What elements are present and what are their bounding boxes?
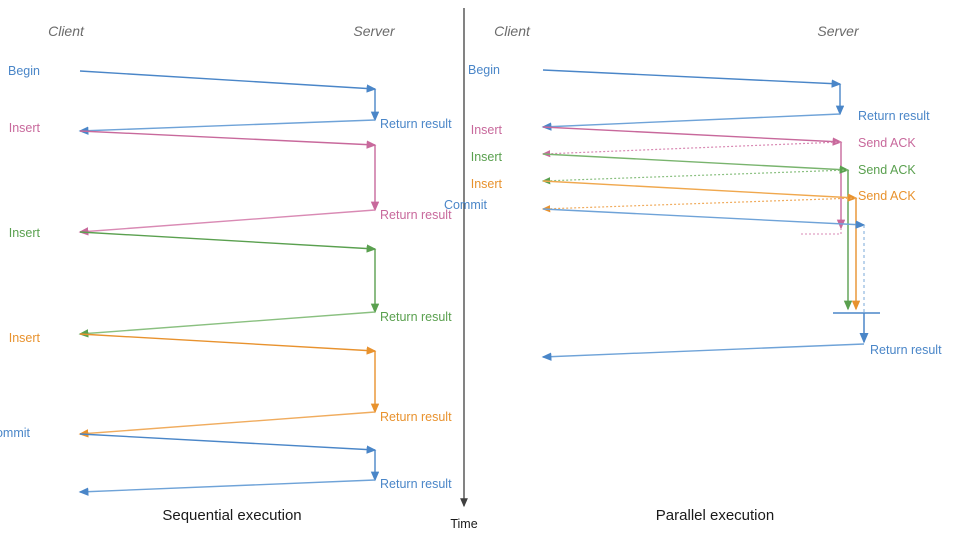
response-label-insert-1-parallel: Send ACK — [858, 136, 916, 150]
message-group-insert-1-sequential: Insert Return result — [9, 121, 452, 236]
request-label-insert-3: Insert — [9, 331, 41, 345]
request-label-commit-parallel: Commit — [444, 198, 488, 212]
response-arrow-begin — [78, 119, 376, 135]
request-label-insert-1-parallel: Insert — [471, 123, 503, 137]
message-group-insert-1-parallel: Insert Send ACK — [471, 123, 916, 235]
caption-sequential: Sequential execution — [162, 507, 301, 524]
response-label-begin: Return result — [380, 117, 452, 131]
response-arrow-commit-parallel — [541, 343, 865, 361]
ack-arrow-insert-3-parallel — [541, 197, 857, 213]
response-label-begin-parallel: Return result — [858, 109, 930, 123]
request-arrow-begin-parallel — [542, 69, 842, 88]
request-arrow-insert-1 — [79, 130, 377, 149]
message-group-commit-parallel: Commit Return result — [444, 198, 942, 361]
panel-sequential: Client Server Begin Return result Insert… — [0, 23, 452, 524]
client-lane-label-sequential: Client — [48, 23, 85, 39]
response-label-insert-3-parallel: Send ACK — [858, 189, 916, 203]
server-lane-label-parallel: Server — [817, 23, 860, 39]
ack-tail-insert-1-parallel — [800, 228, 842, 235]
time-axis-label: Time — [450, 517, 477, 531]
message-group-commit-sequential: Commit Return result — [0, 426, 452, 496]
request-label-begin: Begin — [8, 64, 40, 78]
message-group-insert-2-sequential: Insert Return result — [9, 226, 452, 338]
panel-parallel: Client Server Begin Return result Insert… — [444, 23, 942, 524]
response-label-insert-3: Return result — [380, 410, 452, 424]
client-lane-label-parallel: Client — [494, 23, 531, 39]
server-lane-label-sequential: Server — [353, 23, 396, 39]
request-arrow-insert-1-parallel — [542, 126, 843, 146]
request-label-insert-2: Insert — [9, 226, 41, 240]
message-group-begin-parallel: Begin Return result — [468, 63, 930, 131]
ack-arrow-insert-2-parallel — [541, 169, 849, 185]
response-label-commit-parallel: Return result — [870, 343, 942, 357]
request-label-insert-1: Insert — [9, 121, 41, 135]
request-label-insert-3-parallel: Insert — [471, 177, 503, 191]
request-label-commit: Commit — [0, 426, 31, 440]
request-arrow-begin — [79, 70, 377, 93]
response-label-commit: Return result — [380, 477, 452, 491]
response-label-insert-1: Return result — [380, 208, 452, 222]
request-label-insert-2-parallel: Insert — [471, 150, 503, 164]
request-arrow-insert-2 — [79, 231, 377, 253]
ack-arrow-insert-1-parallel — [541, 141, 842, 158]
request-arrow-commit-parallel — [542, 208, 866, 229]
response-label-insert-2-parallel: Send ACK — [858, 163, 916, 177]
request-arrow-insert-2-parallel — [542, 153, 850, 174]
request-arrow-insert-3-parallel — [542, 180, 858, 202]
request-arrow-insert-3 — [79, 333, 377, 355]
response-arrow-insert-1 — [78, 209, 376, 236]
time-axis: Time — [450, 8, 478, 531]
response-arrow-begin-parallel — [541, 113, 841, 131]
message-group-insert-2-parallel: Insert Send ACK — [471, 150, 916, 311]
response-label-insert-2: Return result — [380, 310, 452, 324]
response-arrow-insert-2 — [78, 311, 376, 338]
message-group-insert-3-parallel: Insert Send ACK — [471, 177, 916, 311]
response-arrow-insert-3 — [78, 411, 376, 438]
caption-parallel: Parallel execution — [656, 507, 774, 524]
request-label-begin-parallel: Begin — [468, 63, 500, 77]
message-group-insert-3-sequential: Insert Return result — [9, 331, 452, 438]
response-arrow-commit — [78, 479, 376, 496]
request-arrow-commit — [79, 433, 377, 454]
message-group-begin-sequential: Begin Return result — [8, 64, 452, 135]
